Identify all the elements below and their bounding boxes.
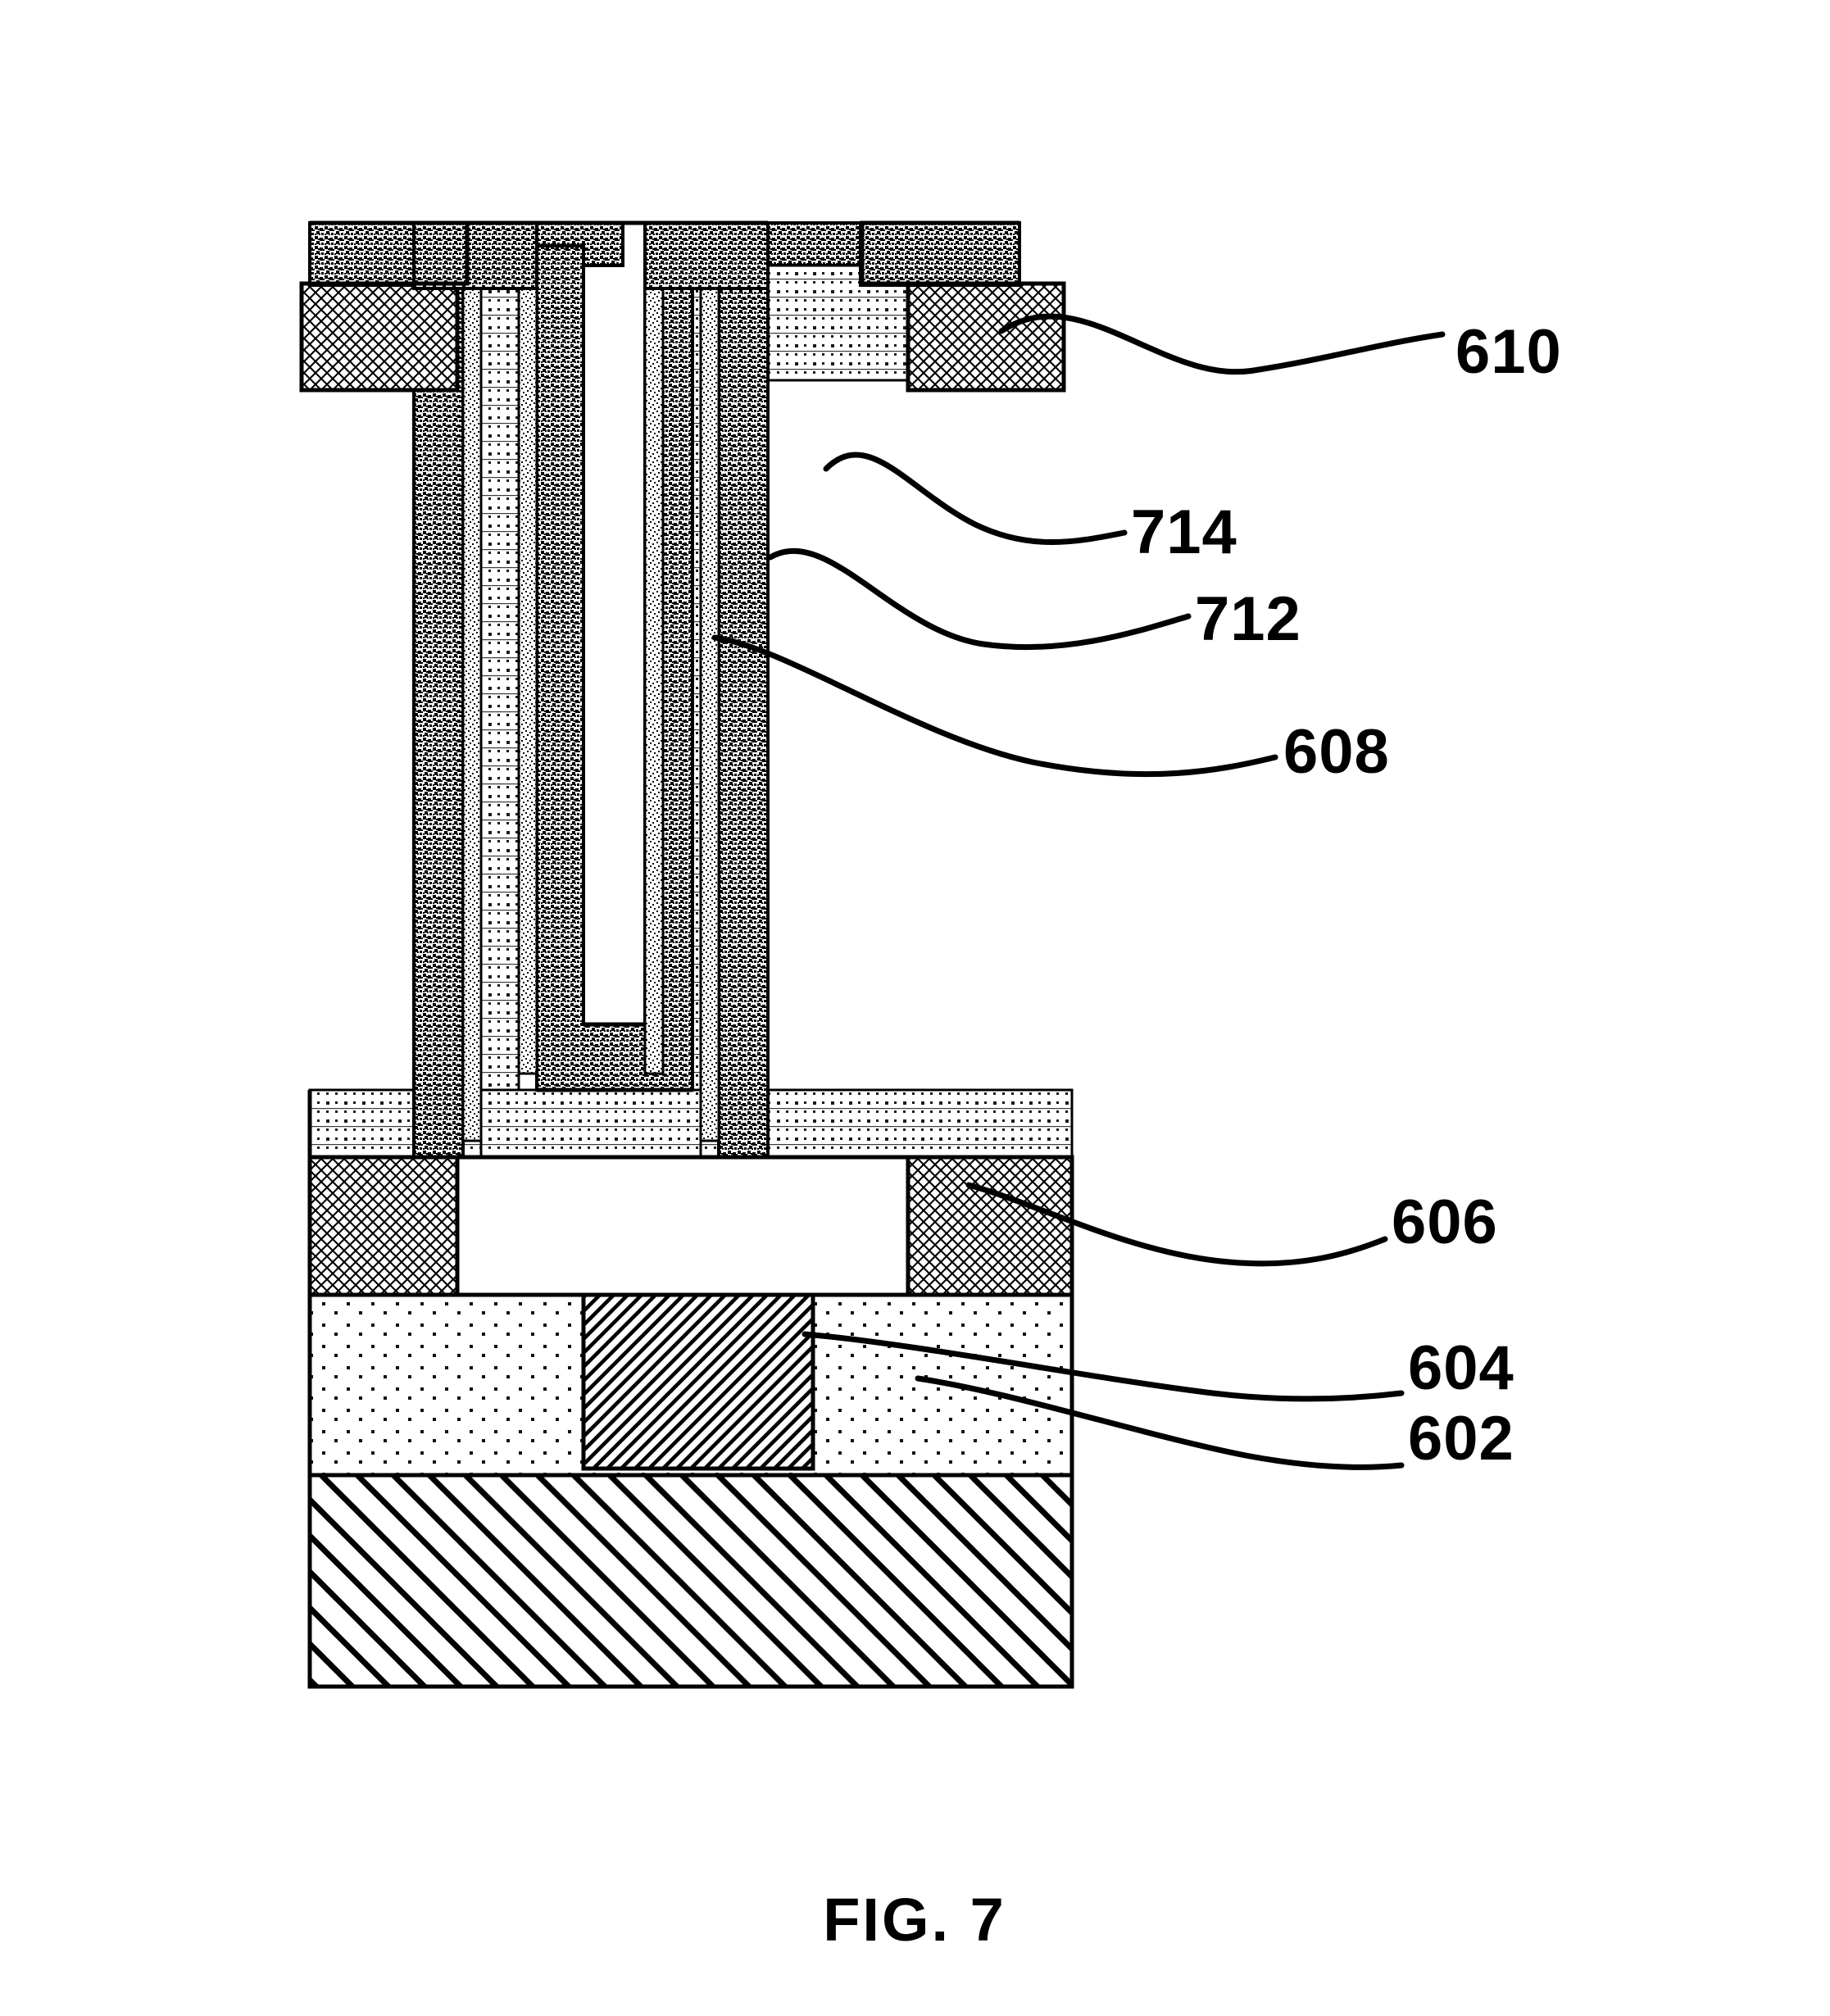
reference-label-610: 610 (1455, 317, 1562, 387)
substrate-layer (307, 1473, 1074, 1689)
buried-hatched-block-604 (581, 1292, 815, 1471)
upper-spacer-block-610-right (906, 281, 1066, 393)
reference-label-712: 712 (1195, 584, 1301, 654)
top-dark-caps-714 (308, 221, 1021, 290)
lower-spacer-block-606-left (307, 1155, 460, 1297)
reference-label-714: 714 (1131, 497, 1237, 567)
reference-label-606: 606 (1392, 1187, 1498, 1257)
middle-liner-712-overdraw (461, 244, 720, 1142)
upper-spacer-block-610-left (299, 281, 460, 393)
reference-label-608: 608 (1283, 717, 1390, 787)
figure-caption: FIG. 7 (823, 1886, 1006, 1954)
figure-outlines (299, 220, 1074, 1689)
leader-lines (711, 313, 1446, 1470)
lower-spacer-block-606-right (906, 1155, 1074, 1297)
reference-label-602: 602 (1408, 1404, 1514, 1473)
reference-label-604: 604 (1408, 1333, 1514, 1403)
